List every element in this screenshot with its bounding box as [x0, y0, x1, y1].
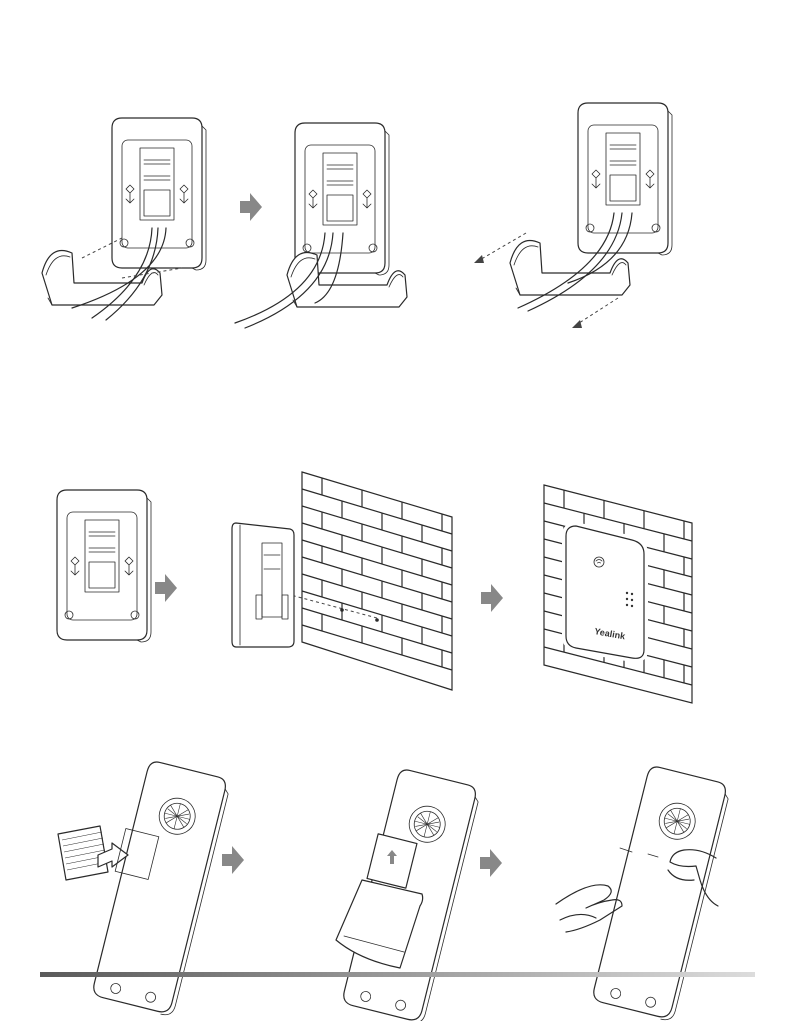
panel-handset-insert-battery: [58, 760, 232, 1017]
step-arrow-5: [480, 849, 502, 877]
panel-mounted-on-wall: Yealink: [544, 485, 692, 703]
panel-stand-insert-cables: [42, 118, 206, 320]
step-arrow-1: [240, 193, 262, 221]
panel-stand-assembled: [235, 123, 407, 328]
footer-divider: [40, 972, 755, 977]
step-arrow-4: [222, 846, 244, 874]
panel-stand-detach: [474, 103, 672, 328]
step-arrow-3: [481, 584, 503, 612]
panel-base-back: [57, 490, 151, 642]
panel-handset-close-cover: [556, 765, 732, 1021]
panel-wall-mount-side: [232, 472, 452, 690]
step-arrow-2: [155, 574, 177, 602]
panel-handset-battery-installed: [336, 768, 482, 1021]
